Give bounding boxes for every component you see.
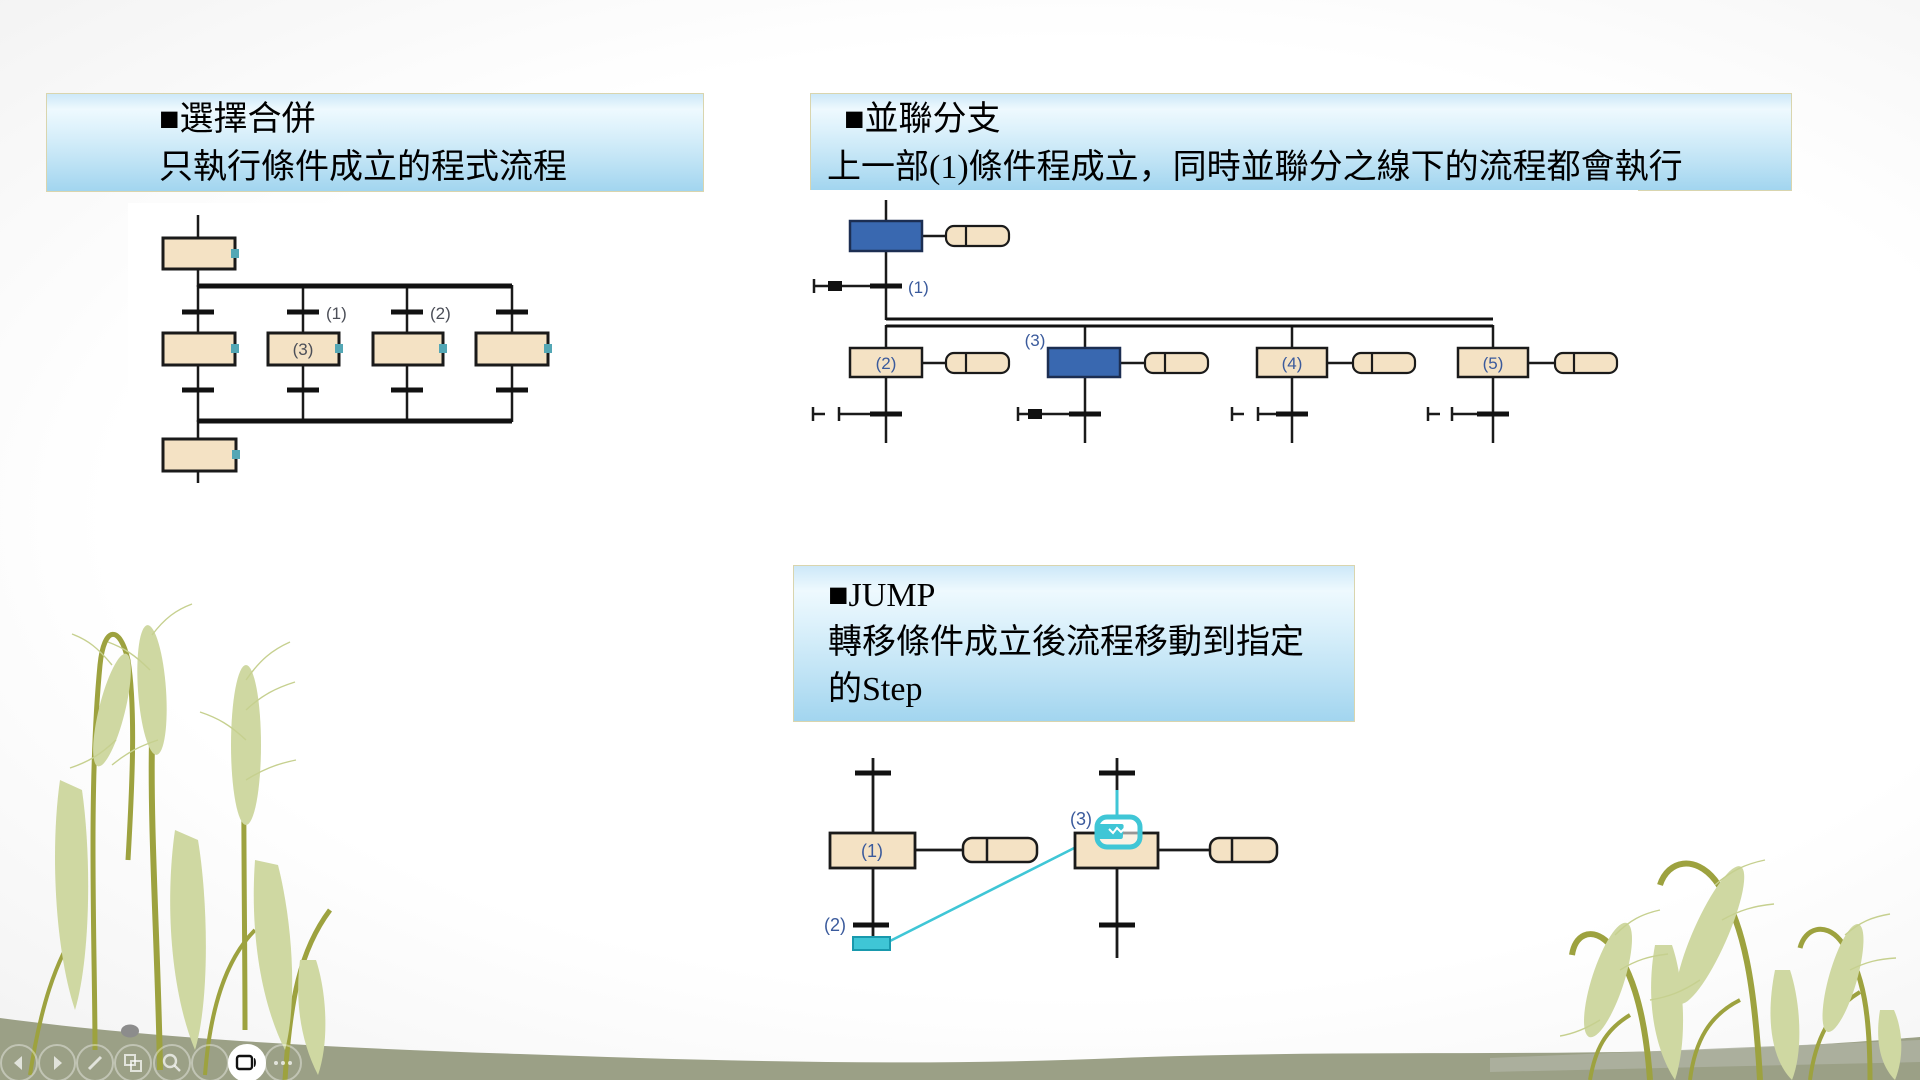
active-step-box — [1046, 346, 1122, 379]
sfc-vertical-lines — [196, 215, 514, 483]
magnifier-icon — [162, 1053, 178, 1069]
selection-merge-desc: 只執行條件成立的程式流程 — [159, 149, 567, 186]
next-slide-button[interactable] — [38, 1044, 76, 1080]
selection-merge-title-box: ■選擇合併 只執行條件成立的程式流程 — [46, 93, 704, 192]
wheat-decoration-right — [1560, 859, 1902, 1080]
jump-desc-line2: 的Step — [828, 671, 923, 708]
zoom-button[interactable] — [153, 1044, 191, 1080]
pebble — [121, 1024, 139, 1038]
parallel-branch-title-box: ■並聯分支 上一部(1)條件程成立，同時並聯分之線下的流程都會執行 — [810, 93, 1792, 191]
pen-button[interactable] — [76, 1044, 114, 1080]
sfc-branch-merge-lines — [198, 283, 512, 424]
sfc-step-boxes — [161, 236, 550, 473]
parallel-branch-diagram: (1) (2) (3) (4) (5) — [810, 190, 1638, 468]
transition-labels: (1) (2) (3) — [293, 304, 451, 359]
active-step-box — [848, 219, 924, 253]
step-box — [161, 331, 237, 367]
step-label-3: (3) — [1025, 331, 1046, 350]
transition-labels: (1) (2) (3) (4) (5) — [876, 278, 1504, 373]
parallel-branch-double-line — [886, 317, 1493, 328]
step-box — [1255, 346, 1329, 379]
transition-labels: (1) (2) (3) — [824, 809, 1092, 935]
jump-diagram: (1) (2) (3) — [800, 735, 1320, 980]
action-pills — [961, 836, 1279, 864]
previous-arrow-icon — [14, 1056, 22, 1070]
step-label-4: (4) — [1282, 354, 1303, 373]
step-box — [1456, 346, 1530, 379]
jump-link-line — [889, 834, 1099, 943]
sfc-step-boxes — [848, 219, 1530, 379]
jump-destination-bar — [852, 936, 891, 951]
jump-desc-line1: 轉移條件成立後流程移動到指定 — [828, 624, 1304, 661]
camera-button[interactable] — [228, 1044, 266, 1080]
sfc-transition-ticks — [182, 309, 528, 393]
selection-merge-diagram: (1) (2) (3) — [128, 203, 563, 493]
step-box — [266, 331, 341, 367]
transition-label-2: (2) — [430, 304, 451, 323]
step-label-3: (3) — [293, 340, 314, 359]
selection-merge-title: ■選擇合併 — [159, 101, 316, 138]
step-box — [828, 831, 917, 870]
jump-link — [889, 790, 1119, 943]
next-arrow-icon — [54, 1056, 62, 1070]
blank-toolbar-button[interactable] — [191, 1044, 229, 1080]
step-box — [161, 236, 237, 271]
jump-label-3: (3) — [1070, 809, 1092, 829]
transition-label-1: (1) — [326, 304, 347, 323]
transition-label-1: (1) — [908, 278, 929, 297]
jump-title-box: ■JUMP 轉移條件成立後流程移動到指定 的Step — [793, 565, 1355, 722]
wheat-decoration-left — [28, 603, 333, 1080]
parallel-branch-title: ■並聯分支 — [844, 101, 1001, 138]
previous-slide-button[interactable] — [0, 1044, 38, 1080]
step-box — [848, 346, 924, 379]
camera-icon — [235, 1054, 254, 1071]
jump-target-marker — [1094, 814, 1143, 850]
step-label-5: (5) — [1483, 354, 1504, 373]
step-box — [474, 331, 550, 367]
jump-source-marks — [811, 279, 1477, 421]
jump-title: ■JUMP — [828, 577, 936, 614]
step-label-1: (1) — [861, 841, 883, 861]
ellipsis-icon — [274, 1061, 278, 1065]
transition-label-2: (2) — [824, 915, 846, 935]
step-label-2: (2) — [876, 354, 897, 373]
see-all-slides-button[interactable] — [114, 1044, 152, 1080]
sfc-transition-ticks — [853, 770, 1135, 928]
parallel-branch-desc: 上一部(1)條件程成立，同時並聯分之線下的流程都會執行 — [827, 149, 1683, 186]
action-pills — [944, 224, 1619, 375]
step-box — [161, 437, 238, 473]
more-options-button[interactable] — [264, 1044, 302, 1080]
step-connector-dots — [231, 249, 552, 459]
step-box — [371, 331, 445, 367]
pen-icon — [87, 1055, 103, 1071]
action-connectors — [922, 234, 1555, 365]
sfc-transition-ticks — [870, 283, 1509, 417]
